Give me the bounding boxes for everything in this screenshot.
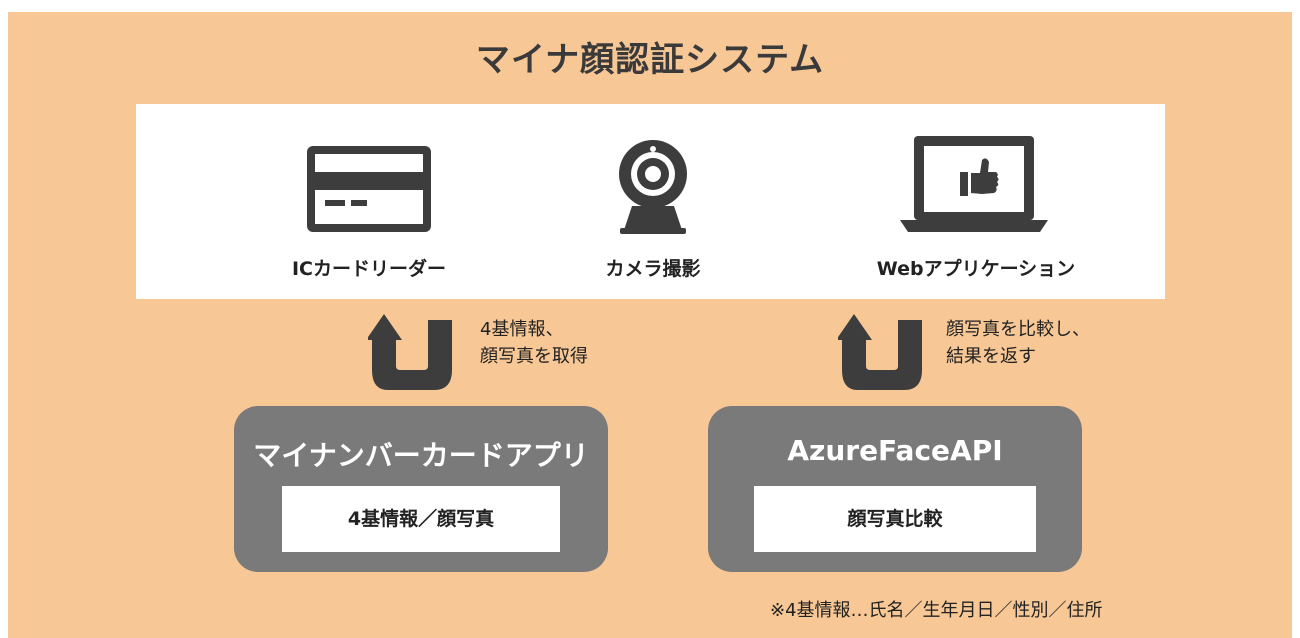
service-inner-box: 顔写真比較: [754, 486, 1036, 552]
diagram-title: マイナ顔認証システム: [475, 40, 825, 80]
card-reader-icon: [307, 146, 431, 232]
webcam-icon: [612, 140, 694, 236]
service-box-azure-face-api: AzureFaceAPI 顔写真比較: [708, 406, 1082, 572]
service-inner-label: 顔写真比較: [847, 508, 943, 530]
footnote: ※4基情報…氏名／生年月日／性別／住所: [770, 600, 1103, 621]
u-turn-arrow-icon: [366, 314, 452, 394]
flow-line: 結果を返す: [946, 346, 1036, 367]
service-box-mynumber-app: マイナンバーカードアプリ 4基情報／顔写真: [234, 406, 608, 572]
flow-line: 4基情報、: [480, 319, 564, 340]
service-name: AzureFaceAPI: [787, 434, 1003, 467]
component-label-card-reader: ICカードリーダー: [291, 258, 446, 280]
service-inner-label: 4基情報／顔写真: [347, 508, 495, 530]
service-name: マイナンバーカードアプリ: [253, 439, 589, 472]
u-turn-arrow-icon: [836, 314, 922, 394]
flow-line: 顔写真を比較し、: [946, 319, 1090, 340]
service-inner-box: 4基情報／顔写真: [282, 486, 560, 552]
component-label-web-app: Webアプリケーション: [876, 258, 1076, 280]
flow-line: 顔写真を取得: [480, 346, 588, 367]
component-label-camera: カメラ撮影: [605, 258, 701, 280]
flow-description-face-api: 顔写真を比較し、 結果を返す: [946, 316, 1090, 370]
laptop-thumbs-up-icon: [900, 136, 1048, 232]
flow-description-card-app: 4基情報、 顔写真を取得: [480, 316, 588, 370]
